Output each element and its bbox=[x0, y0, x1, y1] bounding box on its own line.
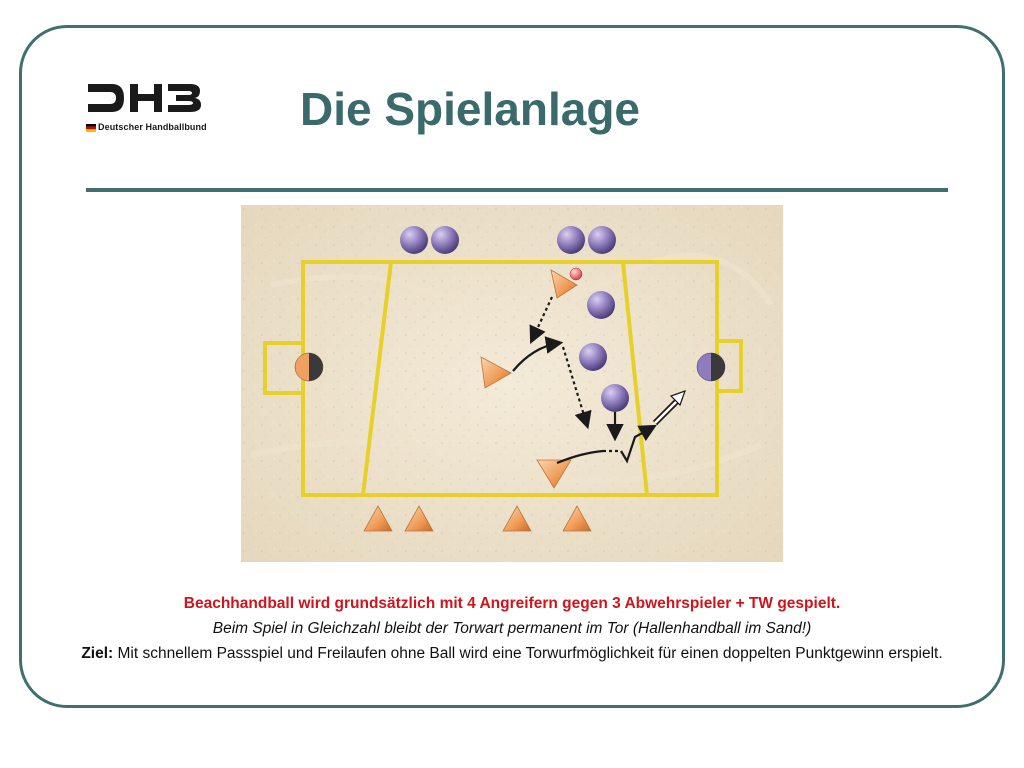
attacker-triangle-icon bbox=[562, 505, 592, 532]
attacker-triangle-icon bbox=[536, 459, 572, 489]
attacker-triangle-icon bbox=[550, 269, 578, 299]
goalkeeper-left bbox=[294, 352, 324, 382]
attacker-triangle-icon bbox=[502, 505, 532, 532]
pass-arrow-icon bbox=[529, 296, 553, 344]
defender-circle-icon bbox=[579, 343, 607, 371]
defenders-court bbox=[579, 291, 629, 412]
flag-icon bbox=[86, 124, 96, 132]
dhb-logo: Deutscher Handballbund bbox=[84, 78, 207, 136]
caption-goal: Ziel: Mit schnellem Passspiel und Freila… bbox=[20, 645, 1004, 663]
dhb-logo-mark bbox=[88, 84, 201, 112]
caption-rules: Beachhandball wird grundsätzlich mit 4 A… bbox=[183, 595, 841, 612]
defender-circle-icon bbox=[588, 226, 616, 254]
ball-icon bbox=[569, 267, 583, 281]
shot-arrow-icon bbox=[669, 390, 686, 407]
pass-arrow-icon bbox=[561, 346, 592, 430]
attackers-court bbox=[480, 269, 578, 489]
run-arrow-icon bbox=[556, 449, 604, 465]
logo-subtitle: Deutscher Handballbund bbox=[98, 122, 207, 132]
attacker-triangle-icon bbox=[404, 505, 434, 532]
defender-circle-icon bbox=[431, 226, 459, 254]
defender-circle-icon bbox=[587, 291, 615, 319]
attacker-subs bbox=[363, 505, 592, 532]
caption-goalkeeper: Beim Spiel in Gleichzahl bleibt der Torw… bbox=[212, 620, 812, 637]
attacker-triangle-icon bbox=[480, 356, 512, 389]
run-arrow-icon bbox=[512, 336, 564, 372]
play-arrows bbox=[512, 296, 686, 465]
title-divider bbox=[86, 188, 948, 192]
play-diagram bbox=[241, 205, 783, 562]
caption-goal-text: Mit schnellem Passspiel und Freilaufen o… bbox=[113, 645, 943, 662]
defender-circle-icon bbox=[557, 226, 585, 254]
attacker-triangle-icon bbox=[363, 505, 393, 532]
defender-subs bbox=[400, 226, 616, 254]
run-arrow-icon bbox=[620, 424, 657, 464]
defender-circle-icon bbox=[400, 226, 428, 254]
defender-circle-icon bbox=[601, 384, 629, 412]
page-title: Die Spielanlage bbox=[300, 83, 641, 135]
caption-goal-label: Ziel: bbox=[81, 645, 114, 662]
goalkeeper-right bbox=[696, 352, 726, 382]
